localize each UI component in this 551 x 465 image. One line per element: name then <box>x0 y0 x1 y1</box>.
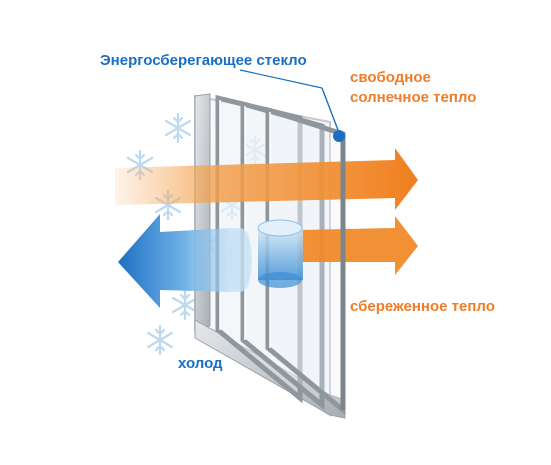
glass-indicator-dot <box>333 130 345 142</box>
glass-pointer-line <box>321 87 339 131</box>
cold-label: холод <box>178 355 223 372</box>
saved-heat-arrow-icon <box>300 216 418 275</box>
saved-heat-label: сбереженное тепло <box>350 298 495 315</box>
cold-arrow-icon <box>118 214 252 308</box>
solar-heat-label: свободное солнечное тепло <box>350 69 477 106</box>
insulation-cylinder <box>257 219 303 288</box>
glass-label: Энергосберегающее стекло <box>100 52 307 69</box>
